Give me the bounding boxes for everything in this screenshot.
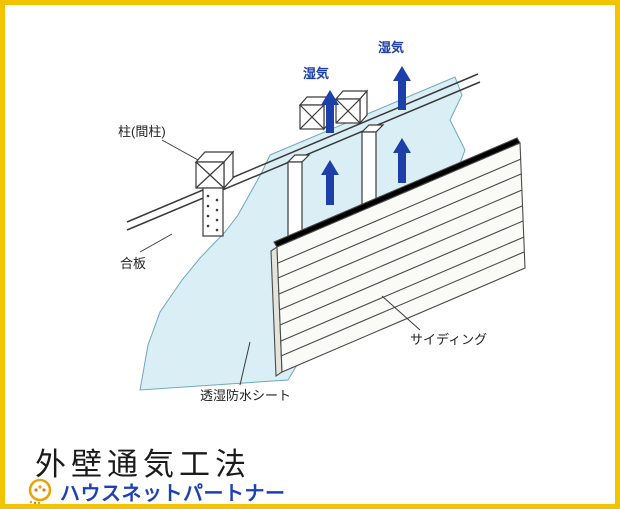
- wall-ventilation-diagram: 湿気 湿気 柱(間柱) 合板 透湿防水シート サイディング: [118, 40, 526, 403]
- moisture-arrow: [321, 90, 339, 133]
- moisture-arrows: [321, 66, 411, 205]
- diagram-title: 外壁通気工法: [35, 447, 251, 482]
- siding-panel: [270, 137, 526, 378]
- brand-name: ハウスネットパートナー: [60, 482, 286, 505]
- furring-block-right: [334, 89, 369, 125]
- label-siding: サイディング: [410, 332, 487, 347]
- label-stud: 柱(間柱): [118, 124, 166, 139]
- stud-nail-dots: [206, 194, 219, 232]
- brand-logo-icon: [28, 478, 52, 504]
- label-waterproof-sheet: 透湿防水シート: [200, 388, 291, 403]
- stud-cube: [194, 150, 235, 237]
- moisture-arrow: [321, 160, 339, 205]
- label-moisture-left: 湿気: [303, 66, 329, 81]
- moisture-arrow: [393, 66, 411, 110]
- brand-row: ハウスネットパートナー: [25, 476, 286, 505]
- pointer-lines: [139, 139, 421, 386]
- moisture-arrow: [393, 138, 411, 183]
- label-plywood: 合板: [120, 256, 146, 271]
- label-moisture-right: 湿気: [378, 40, 404, 55]
